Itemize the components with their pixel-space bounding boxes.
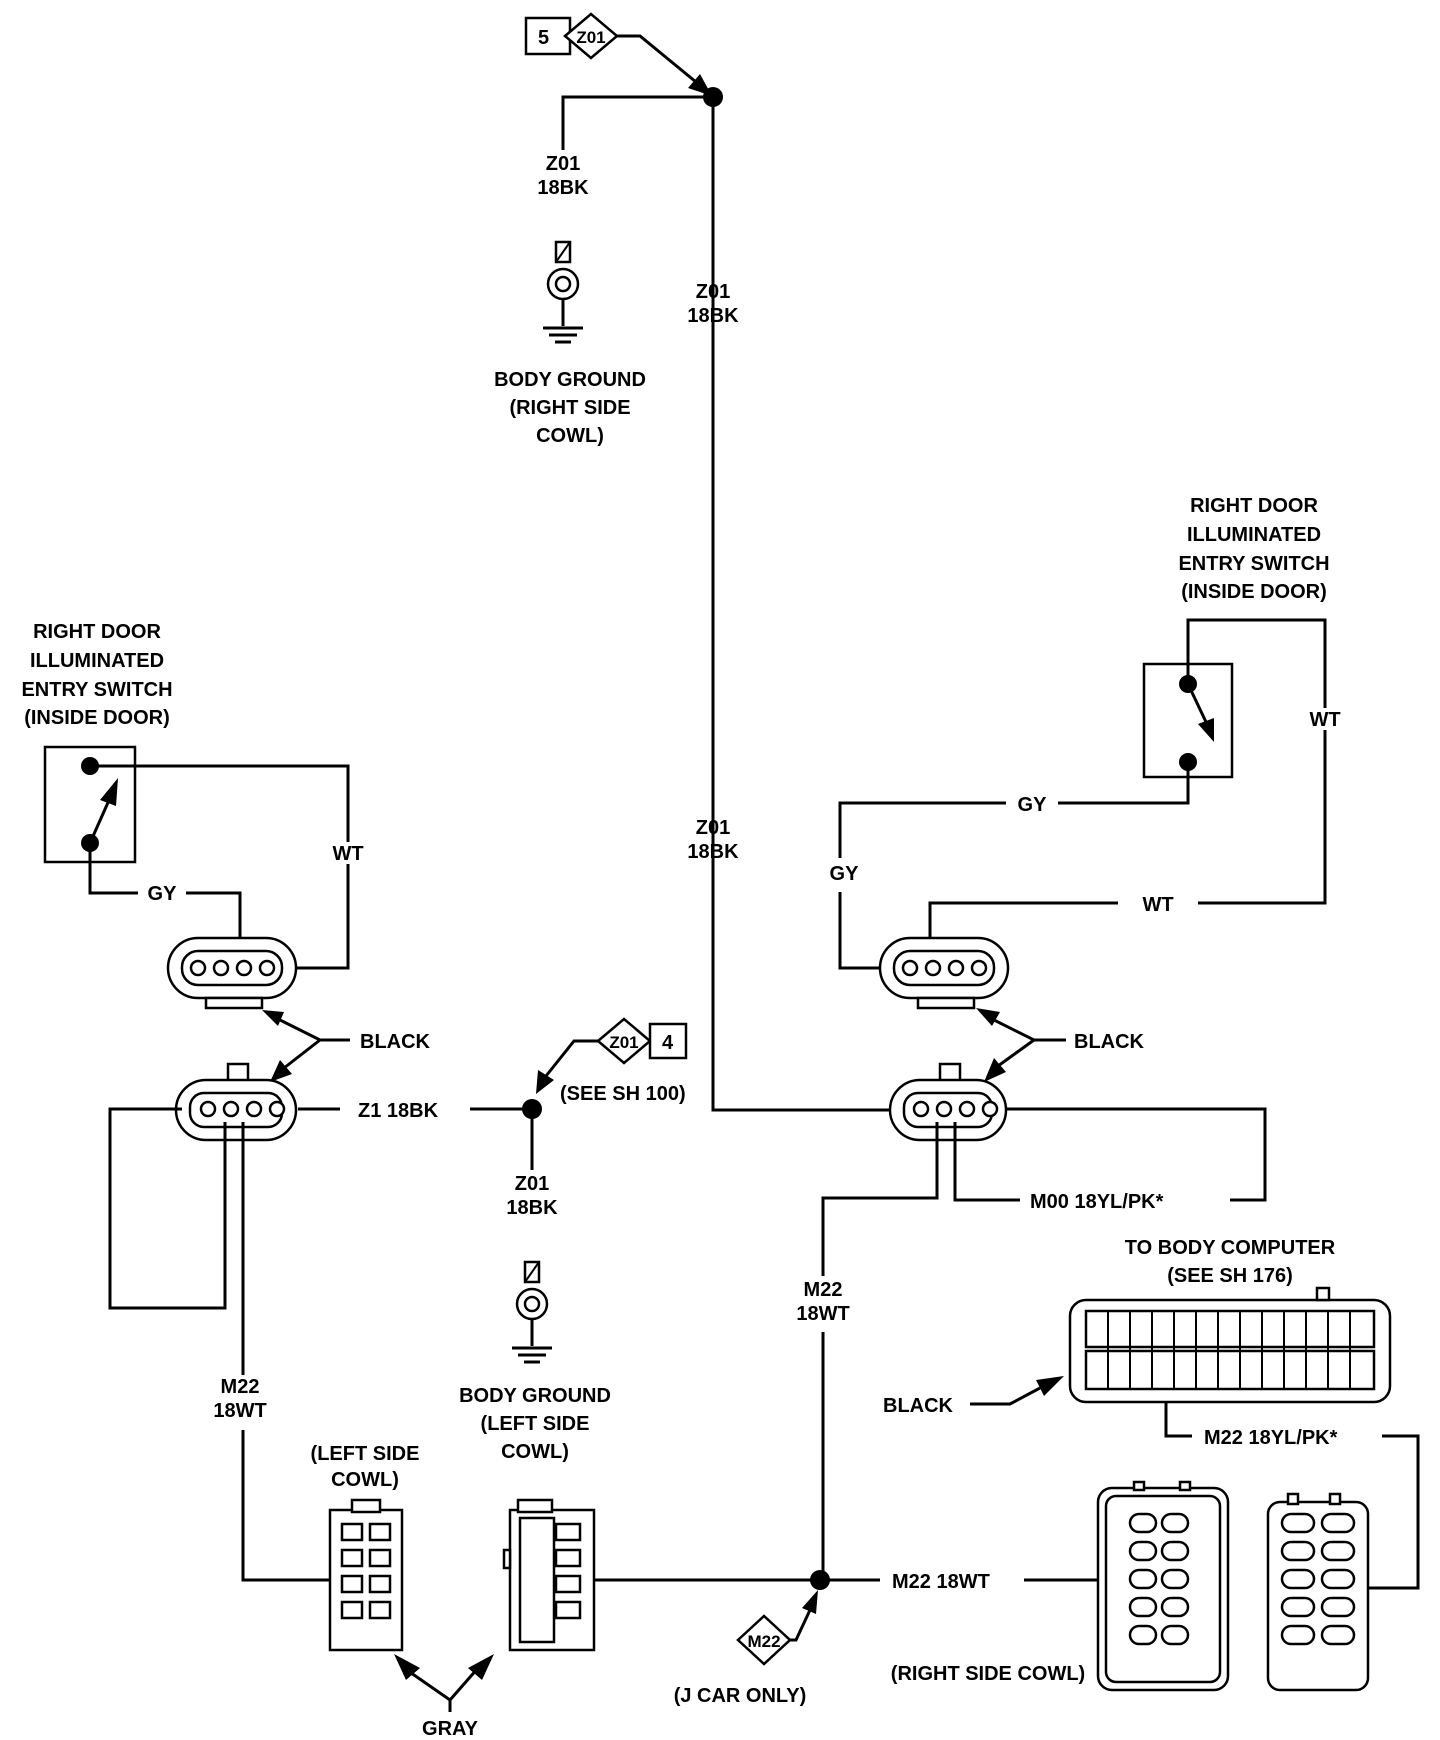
ref-tag-top-code: Z01 [576, 28, 605, 47]
body-computer-l2: (SEE SH 176) [1167, 1265, 1293, 1287]
body-ground-left-l1: BODY GROUND [459, 1385, 611, 1407]
left-gy-label: GY [148, 883, 178, 905]
gray-callout: GRAY [422, 1718, 479, 1740]
right-cowl-connector-a [1096, 1480, 1230, 1692]
right-gy-top-label: GY [1018, 794, 1048, 816]
left-switch-l3: ENTRY SWITCH [21, 679, 172, 701]
ref-tag-top-num: 5 [538, 27, 549, 49]
body-computer-connector [1068, 1286, 1392, 1404]
left-switch-l2: ILLUMINATED [30, 650, 164, 672]
left-wt-label: WT [332, 843, 363, 865]
right-switch-l1: RIGHT DOOR [1190, 495, 1318, 517]
black-callout-right: BLACK [1074, 1031, 1145, 1053]
see-sh100-label: (SEE SH 100) [560, 1083, 686, 1105]
left-side-cowl-l2: COWL) [331, 1469, 399, 1491]
body-ground-right-l2: (RIGHT SIDE [509, 397, 630, 419]
right-switch-l2: ILLUMINATED [1187, 524, 1321, 546]
body-ground-right-l3: COWL) [536, 425, 604, 447]
left-m22-label: M22 [221, 1376, 260, 1398]
j-car-only-label: (J CAR ONLY) [674, 1685, 807, 1707]
left-harness-connector [174, 1062, 298, 1142]
ref-tag-top: 5 Z01 [524, 12, 619, 60]
left-switch-connector [166, 936, 298, 1010]
left-m22-gauge: 18WT [213, 1400, 266, 1422]
ground-eyelet-left [512, 1260, 552, 1364]
m22-wt-bottom-label: M22 18WT [892, 1571, 990, 1593]
body-ground-left-l2: (LEFT SIDE [481, 1413, 590, 1435]
trunk-label-z01-b: Z01 [696, 817, 730, 839]
left-switch-l1: RIGHT DOOR [33, 621, 161, 643]
right-switch-label: RIGHT DOOR ILLUMINATED ENTRY SWITCH (INS… [1178, 495, 1329, 603]
right-switch-connector [878, 936, 1010, 1010]
right-cowl-connector-b [1266, 1492, 1370, 1692]
mid-ground-gauge: 18BK [506, 1197, 558, 1219]
ref-tag-middle-num: 4 [662, 1032, 674, 1054]
left-side-cowl-l1: (LEFT SIDE [311, 1443, 420, 1465]
trunk-label-gauge-b: 18BK [687, 841, 739, 863]
right-harness-connector [888, 1062, 1008, 1142]
body-ground-left-l3: COWL) [501, 1441, 569, 1463]
left-cowl-connector-b [502, 1498, 596, 1652]
mid-ground-z01: Z01 [515, 1173, 549, 1195]
ref-tag-middle-code: Z01 [609, 1033, 638, 1052]
body-ground-right-l1: BODY GROUND [494, 369, 646, 391]
right-side-cowl-label: (RIGHT SIDE COWL) [891, 1663, 1085, 1685]
ref-tag-bottom: M22 [736, 1614, 792, 1666]
m00-label: M00 18YL/PK* [1030, 1191, 1164, 1213]
left-switch-label: RIGHT DOOR ILLUMINATED ENTRY SWITCH (INS… [21, 621, 172, 729]
right-wt-side-label: WT [1309, 709, 1340, 731]
right-switch-l4: (INSIDE DOOR) [1181, 581, 1327, 603]
trunk-label-z01-a: Z01 [696, 281, 730, 303]
trunk-label-gauge-a: 18BK [687, 305, 739, 327]
right-wt-bottom-label: WT [1142, 894, 1173, 916]
top-ground-z01: Z01 [546, 153, 580, 175]
ref-tag-bottom-code: M22 [747, 1632, 780, 1651]
z1-18bk-label: Z1 18BK [358, 1100, 439, 1122]
ref-tag-middle: Z01 4 [596, 1017, 688, 1065]
body-computer-l1: TO BODY COMPUTER [1125, 1237, 1336, 1259]
z01-trunk-wire [711, 97, 890, 1112]
top-ground-gauge: 18BK [537, 177, 589, 199]
black-callout-left: BLACK [360, 1031, 431, 1053]
m22-yl-label: M22 18YL/PK* [1204, 1427, 1338, 1449]
right-m22-label: M22 [804, 1279, 843, 1301]
black-callout-computer: BLACK [883, 1395, 954, 1417]
left-switch-l4: (INSIDE DOOR) [24, 707, 170, 729]
right-m22-gauge: 18WT [796, 1303, 849, 1325]
right-gy-side-label: GY [830, 863, 860, 885]
left-cowl-connector-a [328, 1498, 404, 1652]
ground-eyelet-right [543, 240, 583, 344]
right-switch-l3: ENTRY SWITCH [1178, 553, 1329, 575]
